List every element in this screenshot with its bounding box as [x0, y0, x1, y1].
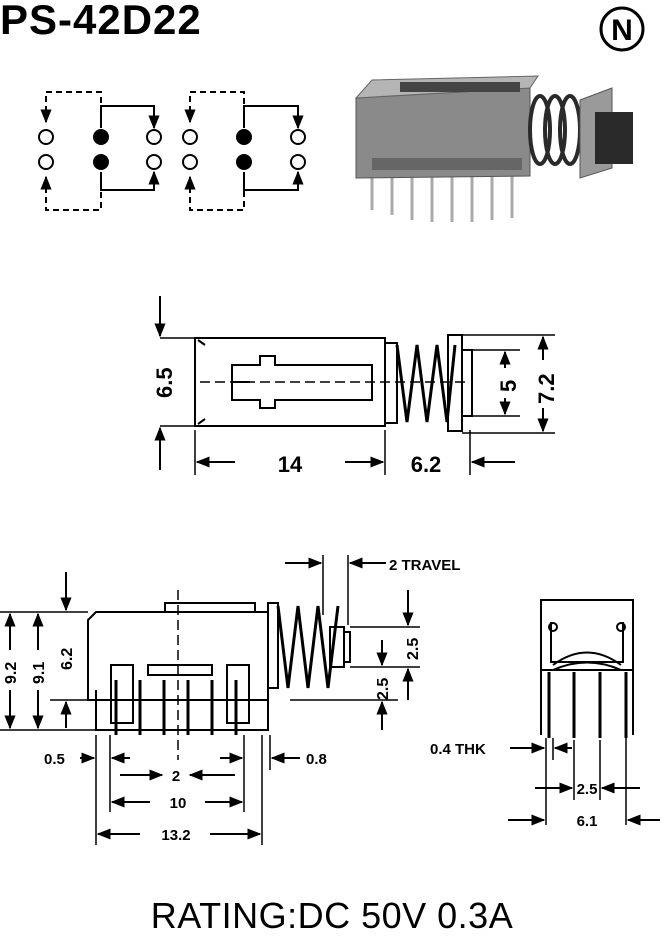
dim-total-width: 13.2 — [161, 827, 190, 844]
contact-common — [236, 129, 252, 145]
schematic-pole-left — [38, 91, 162, 211]
dim-body-height: 9.1 — [31, 662, 48, 684]
contact-common — [236, 154, 252, 170]
dim-top-spring-length: 6.2 — [411, 452, 442, 477]
product-photo — [354, 75, 633, 222]
dim-top-body-length: 14 — [278, 452, 303, 477]
dim-top-height: 6.5 — [152, 367, 177, 398]
contact-open — [38, 154, 54, 170]
contact-open — [146, 154, 162, 170]
contact-open — [290, 129, 306, 145]
side-view-drawing — [0, 555, 420, 845]
top-view-drawing — [154, 296, 555, 475]
contact-open — [38, 129, 54, 145]
dim-total-height: 9.2 — [3, 662, 20, 684]
dim-end-width: 6.1 — [577, 813, 598, 830]
dim-pin-height: 6.2 — [59, 648, 76, 670]
dim-pin-span: 10 — [170, 795, 187, 812]
part-number-title: PS-42D22 — [0, 0, 202, 43]
dim-top-button-total: 7.2 — [534, 373, 559, 404]
dim-end-pitch: 2.5 — [577, 781, 598, 798]
dim-travel: 2 TRAVEL — [389, 557, 460, 574]
brand-logo: N — [599, 6, 645, 52]
contact-common — [93, 154, 109, 170]
contact-open — [290, 154, 306, 170]
contact-open — [146, 129, 162, 145]
end-view-drawing — [508, 599, 660, 826]
contact-common — [93, 129, 109, 145]
technical-drawing: 6.5 14 6.2 5 7.2 — [0, 75, 660, 845]
circuit-schematic — [38, 91, 306, 211]
dim-pitch: 2 — [172, 768, 180, 785]
dim-button-height: 2.5 — [405, 638, 422, 660]
dim-right-margin: 0.8 — [306, 751, 327, 768]
dim-button-offset: 2.5 — [375, 678, 392, 700]
dim-left-margin: 0.5 — [44, 751, 65, 768]
logo-letter: N — [611, 14, 633, 47]
contact-open — [182, 129, 198, 145]
rating-text: RATING:DC 50V 0.3A — [150, 895, 514, 936]
contact-open — [182, 154, 198, 170]
schematic-pole-right — [182, 91, 306, 211]
dim-top-button: 5 — [496, 380, 521, 392]
dim-end-thickness: 0.4 THK — [430, 741, 486, 758]
